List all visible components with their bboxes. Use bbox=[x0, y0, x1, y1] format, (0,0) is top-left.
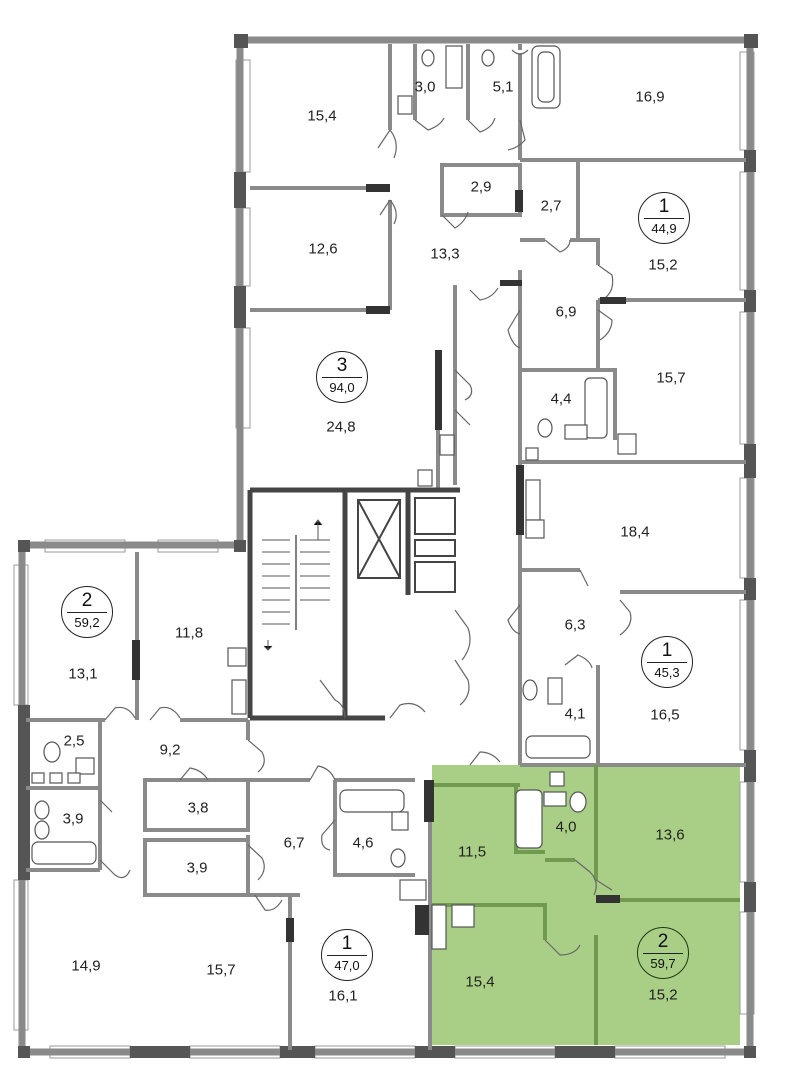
room-area: 16,9 bbox=[635, 88, 665, 106]
room-area: 6,3 bbox=[564, 616, 586, 634]
apartment-room-count: 2 bbox=[81, 590, 93, 611]
stairs bbox=[262, 519, 330, 651]
apartment-total-area: 45,3 bbox=[654, 665, 680, 680]
room-area: 3,9 bbox=[62, 810, 84, 828]
room-area: 4,4 bbox=[550, 390, 572, 408]
badge-divider bbox=[322, 377, 362, 378]
bathroom-fixtures bbox=[31, 45, 637, 950]
badge-divider bbox=[327, 955, 367, 956]
room-area: 6,7 bbox=[283, 834, 305, 852]
apartment-total-area: 47,0 bbox=[334, 958, 360, 973]
room-area: 12,6 bbox=[308, 240, 338, 258]
stair-core bbox=[247, 487, 460, 721]
wall-stubs bbox=[132, 184, 626, 942]
room-area: 15,2 bbox=[648, 986, 678, 1004]
room-area: 2,5 bbox=[63, 732, 85, 750]
apartment-total-area: 59,2 bbox=[74, 615, 100, 630]
apartment-room-count: 1 bbox=[341, 933, 353, 954]
room-area: 15,2 bbox=[648, 256, 678, 274]
apartment-total-area: 94,0 bbox=[329, 380, 355, 395]
room-area: 2,7 bbox=[540, 197, 562, 215]
badge-divider bbox=[67, 612, 107, 613]
wall-piers bbox=[18, 34, 758, 1058]
apartment-room-count: 3 bbox=[336, 355, 348, 376]
room-area: 6,9 bbox=[555, 303, 577, 321]
room-area: 4,6 bbox=[352, 834, 374, 852]
room-area: 13,1 bbox=[68, 665, 98, 683]
badge-divider bbox=[647, 662, 687, 663]
room-area: 3,0 bbox=[414, 78, 436, 96]
room-area: 13,6 bbox=[655, 826, 685, 844]
room-area: 3,9 bbox=[186, 859, 208, 877]
doors bbox=[99, 117, 632, 956]
room-area: 16,5 bbox=[650, 706, 680, 724]
room-area: 15,4 bbox=[307, 107, 337, 125]
elevator bbox=[357, 497, 456, 593]
room-area: 15,7 bbox=[206, 961, 236, 979]
room-area: 11,8 bbox=[174, 624, 204, 642]
room-area: 16,1 bbox=[328, 987, 358, 1005]
room-area: 2,9 bbox=[470, 178, 492, 196]
apartment-room-count: 1 bbox=[661, 640, 673, 661]
room-area: 9,2 bbox=[159, 741, 181, 759]
room-area: 15,4 bbox=[465, 973, 495, 991]
room-area: 5,1 bbox=[492, 78, 514, 96]
room-area: 4,0 bbox=[555, 818, 577, 836]
room-area: 14,9 bbox=[71, 957, 101, 975]
apartment-room-count: 1 bbox=[658, 196, 670, 217]
room-area: 15,7 bbox=[656, 369, 686, 387]
badge-divider bbox=[643, 953, 683, 954]
room-area: 24,8 bbox=[326, 418, 356, 436]
apartment-badge[interactable]: 1 45,3 bbox=[641, 636, 693, 688]
room-area: 13,3 bbox=[430, 245, 460, 263]
apartment-total-area: 44,9 bbox=[651, 221, 677, 236]
badge-divider bbox=[644, 218, 684, 219]
apartment-total-area: 59,7 bbox=[650, 956, 676, 971]
room-area: 11,5 bbox=[457, 843, 487, 861]
apartment-badge[interactable]: 1 44,9 bbox=[638, 192, 690, 244]
apartment-badge[interactable]: 2 59,2 bbox=[61, 586, 113, 638]
room-area: 4,1 bbox=[564, 705, 586, 723]
apartment-badge[interactable]: 3 94,0 bbox=[316, 351, 368, 403]
room-area: 3,8 bbox=[187, 799, 209, 817]
apartment-badge-selected[interactable]: 2 59,7 bbox=[637, 927, 689, 979]
room-area: 18,4 bbox=[620, 523, 650, 541]
apartment-room-count: 2 bbox=[657, 931, 669, 952]
apartment-badge[interactable]: 1 47,0 bbox=[321, 929, 373, 981]
